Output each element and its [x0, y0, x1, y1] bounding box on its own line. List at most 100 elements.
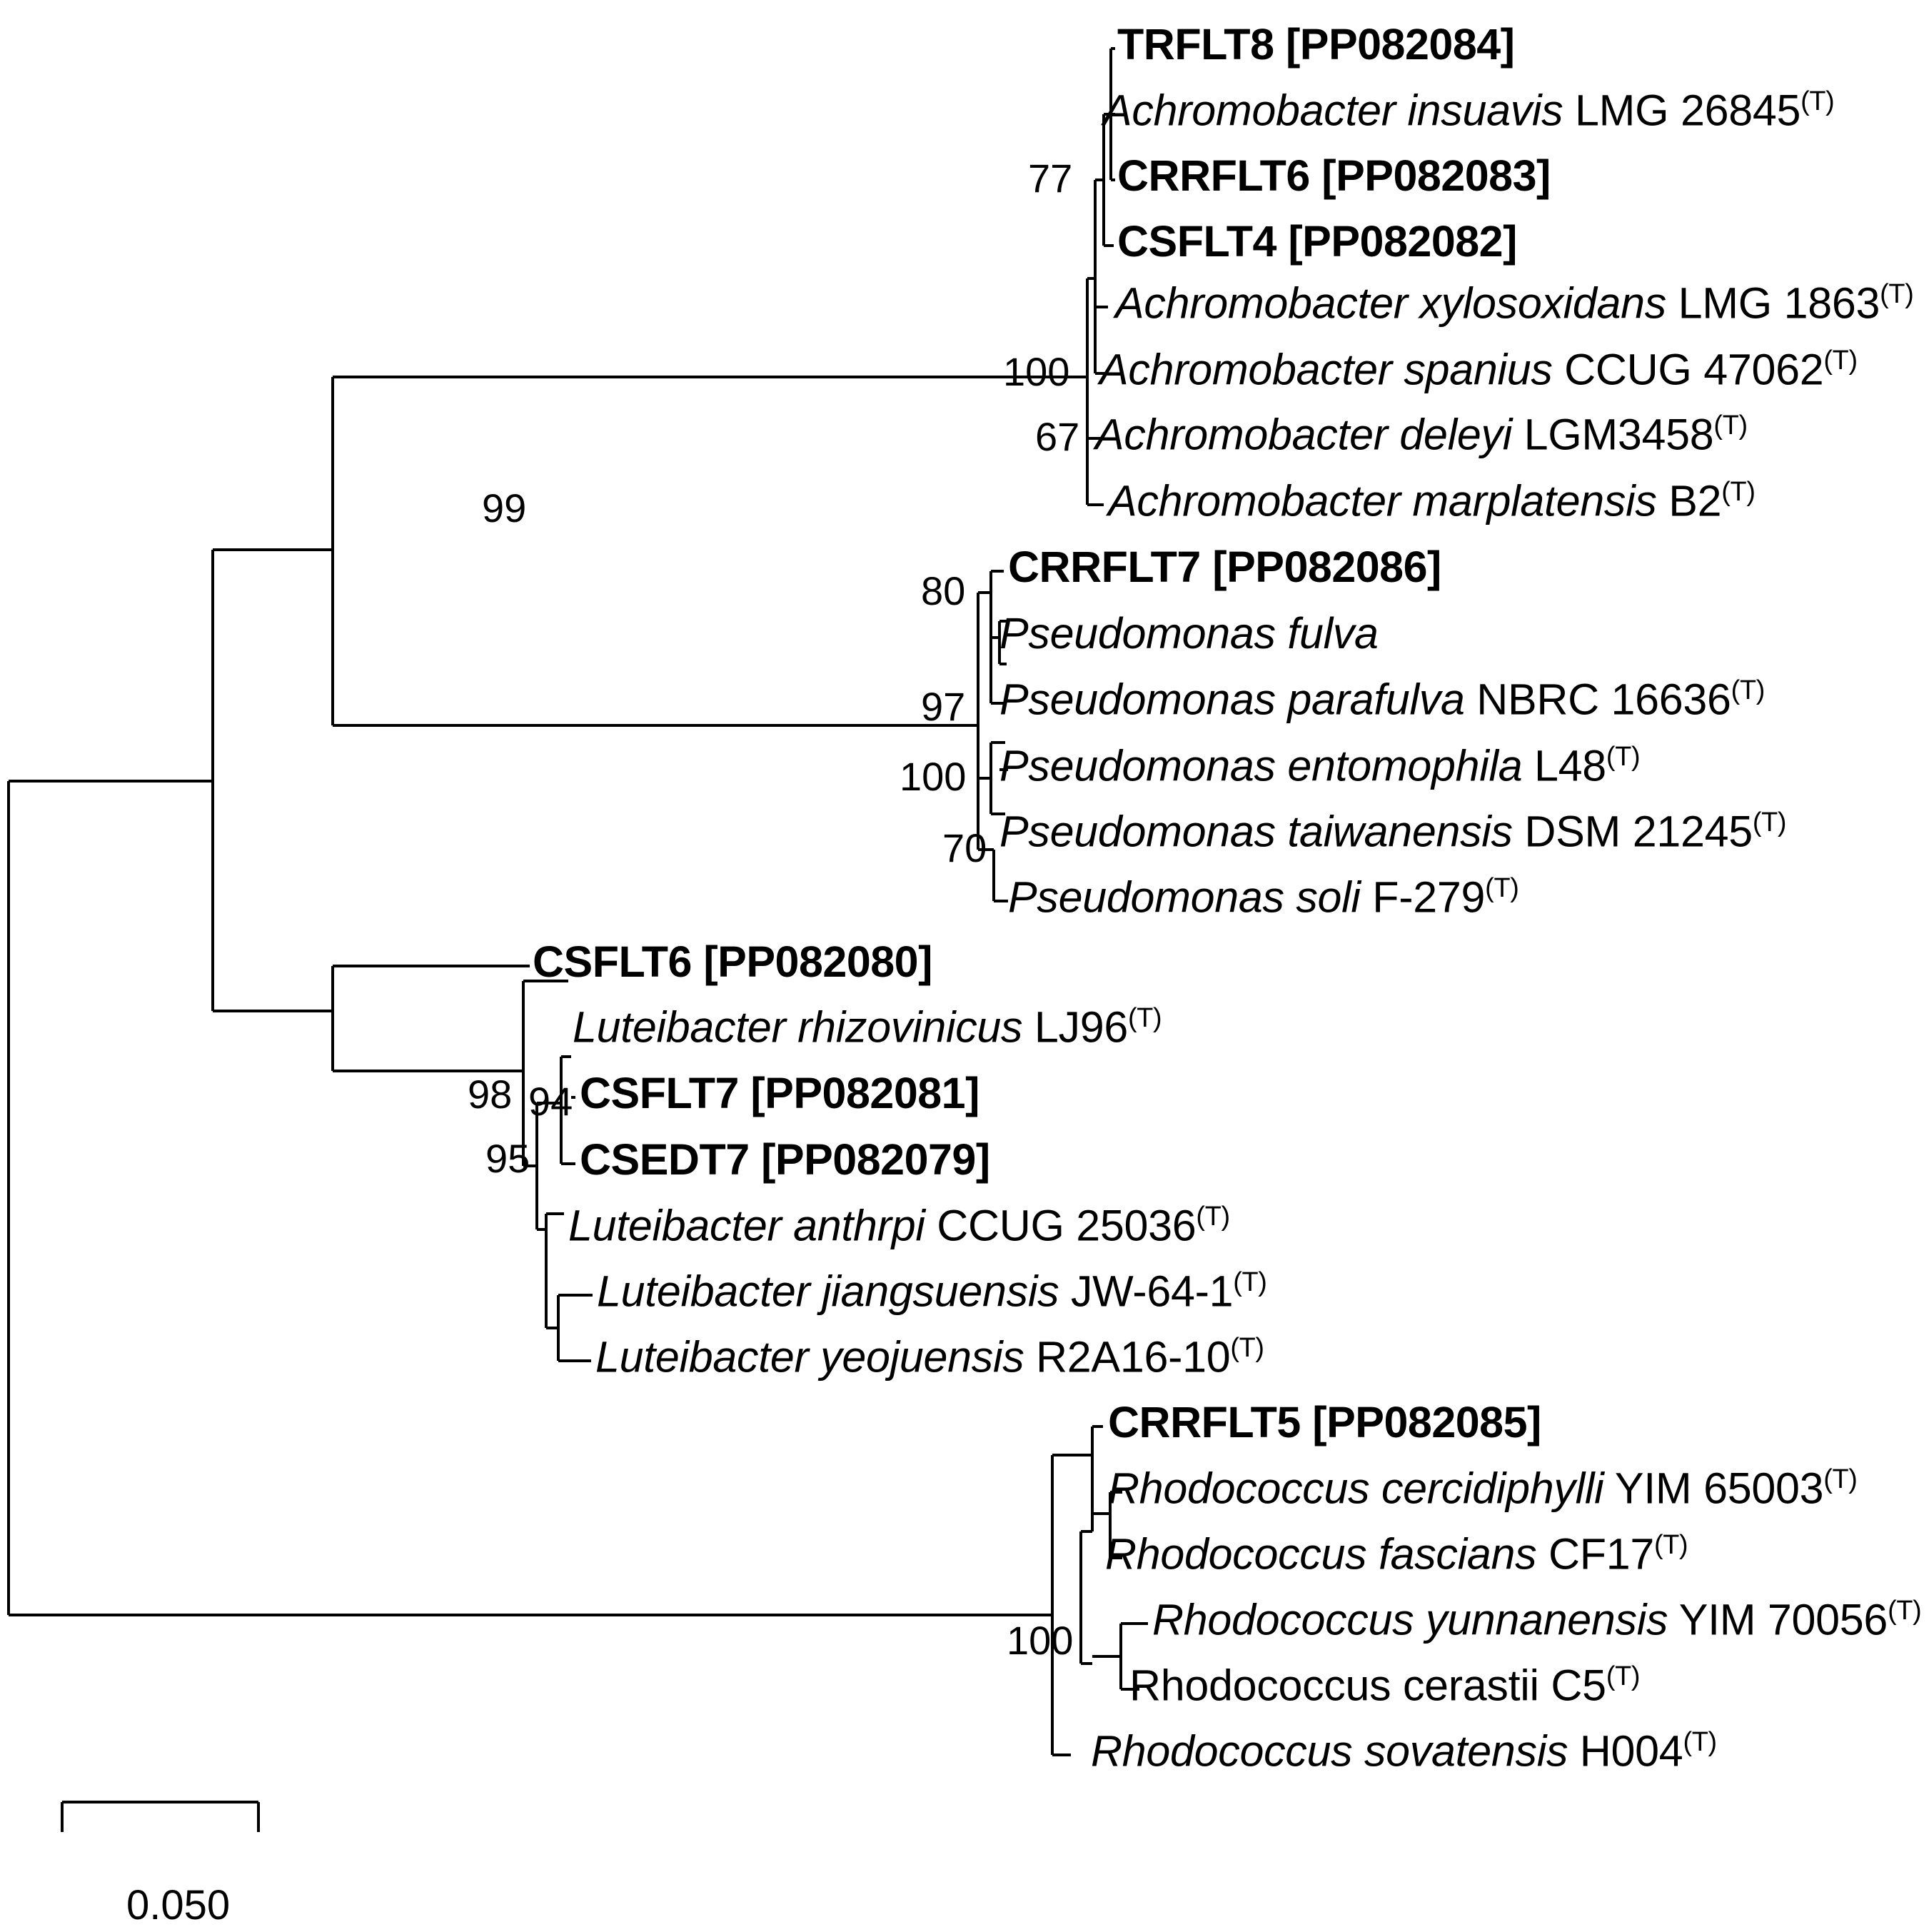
type-strain-superscript: (T) — [1230, 1333, 1264, 1363]
type-strain-superscript: (T) — [1752, 807, 1787, 837]
type-strain-superscript: (T) — [1485, 873, 1519, 903]
taxon-name: Achromobacter deleyi — [1095, 410, 1512, 459]
taxon-label: Luteibacter rhizovinicus LJ96(T) — [573, 1005, 1162, 1049]
bootstrap-value: 100 — [1003, 349, 1070, 394]
taxon-label: Luteibacter jiangsuensis JW-64-1(T) — [597, 1269, 1267, 1313]
taxon-label: CSEDT7 [PP082079] — [580, 1138, 990, 1182]
taxon-label: Achromobacter deleyi LGM3458(T) — [1095, 410, 1748, 459]
taxon-strain: CCUG 47062 — [1552, 345, 1824, 394]
taxon-label: CSFLT6 [PP082080] — [533, 940, 932, 984]
taxon-name: CSEDT7 [PP082079] — [580, 1135, 990, 1184]
taxon-strain: C5 — [1538, 1661, 1606, 1710]
type-strain-superscript: (T) — [1731, 675, 1766, 705]
taxon-strain: LMG 26845 — [1563, 86, 1801, 135]
taxon-name: CRRFLT7 [PP082086] — [1008, 543, 1441, 591]
taxon-name: Achromobacter insuavis — [1103, 86, 1563, 135]
taxon-label: Rhodococcus fascians CF17(T) — [1105, 1529, 1688, 1579]
taxon-strain: B2 — [1656, 476, 1722, 525]
type-strain-superscript: (T) — [1653, 1530, 1688, 1560]
taxon-label: Achromobacter insuavis LMG 26845(T) — [1103, 86, 1835, 135]
bootstrap-value: 100 — [900, 754, 967, 799]
taxon-label: Luteibacter anthrpi CCUG 25036(T) — [568, 1201, 1230, 1250]
type-strain-superscript: (T) — [1606, 1661, 1641, 1691]
taxon-label: Pseudomonas parafulva NBRC 16636(T) — [999, 675, 1766, 724]
taxon-name: Luteibacter yeojuensis — [595, 1332, 1024, 1382]
type-strain-superscript: (T) — [1713, 411, 1748, 441]
taxon-label: Pseudomonas fulva — [999, 612, 1379, 655]
taxon-strain: R2A16-10 — [1024, 1332, 1231, 1382]
taxon-label: Rhodococcus sovatensis H004(T) — [1091, 1729, 1717, 1773]
taxon-name: Achromobacter xylosoxidans — [1115, 278, 1667, 328]
taxon-label: Rhodococcus cerastii C5(T) — [1129, 1661, 1641, 1710]
taxon-label: Luteibacter yeojuensis R2A16-10(T) — [595, 1332, 1264, 1382]
taxon-name: Achromobacter spanius — [1099, 345, 1553, 394]
scale-bar-label: 0.050 — [126, 1882, 231, 1928]
taxon-name: CSFLT7 [PP082081] — [580, 1069, 979, 1117]
taxon-label: Pseudomonas soli F-279(T) — [1008, 875, 1519, 919]
taxon-name: Pseudomonas parafulva — [999, 675, 1465, 724]
taxon-name: CSFLT6 [PP082080] — [533, 937, 932, 986]
taxon-label: CRRFLT7 [PP082086] — [1008, 545, 1441, 589]
taxon-label: Pseudomonas taiwanensis DSM 21245(T) — [999, 807, 1787, 856]
taxon-name: Rhodococcus cercidiphylli — [1108, 1464, 1604, 1513]
type-strain-superscript: (T) — [1800, 86, 1835, 116]
type-strain-superscript: (T) — [1683, 1727, 1717, 1757]
type-strain-superscript: (T) — [1823, 346, 1858, 376]
bootstrap-value: 67 — [1035, 414, 1080, 459]
taxon-label: Achromobacter marplatensis B2(T) — [1108, 476, 1756, 525]
bootstrap-value: 98 — [468, 1072, 513, 1117]
taxon-strain: YIM 70056 — [1668, 1595, 1888, 1644]
taxon-strain: F-279 — [1360, 872, 1486, 922]
taxon-strain: LJ96 — [1022, 1002, 1128, 1052]
type-strain-superscript: (T) — [1880, 279, 1914, 309]
taxon-strain: L48 — [1522, 741, 1606, 790]
taxon-name: Rhodococcus yunnanensis — [1152, 1595, 1668, 1644]
bootstrap-value: 95 — [485, 1136, 530, 1181]
taxon-label: CRRFLT6 [PP082083] — [1117, 154, 1551, 198]
taxon-label: Pseudomonas entomophila L48(T) — [999, 741, 1641, 790]
taxon-name: TRFLT8 [PP082084] — [1117, 20, 1515, 69]
taxon-name: Luteibacter rhizovinicus — [573, 1002, 1023, 1052]
taxon-name: Rhodococcus cerastii — [1129, 1661, 1539, 1710]
bootstrap-value: 77 — [1028, 156, 1073, 201]
taxon-name: Rhodococcus sovatensis — [1091, 1726, 1568, 1776]
taxon-label: CSFLT4 [PP082082] — [1117, 220, 1517, 263]
taxon-name: Pseudomonas taiwanensis — [999, 807, 1513, 856]
bootstrap-value: 99 — [482, 485, 527, 530]
taxon-strain: CCUG 25036 — [925, 1201, 1197, 1250]
taxon-label: CRRFLT5 [PP082085] — [1108, 1401, 1541, 1444]
taxon-name: CRRFLT6 [PP082083] — [1117, 151, 1551, 200]
type-strain-superscript: (T) — [1888, 1596, 1922, 1626]
bootstrap-value: 94 — [528, 1079, 573, 1124]
taxon-strain: LGM3458 — [1511, 410, 1714, 459]
taxon-strain: LMG 1863 — [1666, 278, 1880, 328]
taxon-label: Rhodococcus yunnanensis YIM 70056(T) — [1152, 1595, 1922, 1644]
bootstrap-value: 80 — [921, 568, 966, 613]
taxon-strain: CF17 — [1536, 1529, 1654, 1579]
taxon-name: Pseudomonas fulva — [999, 609, 1379, 658]
type-strain-superscript: (T) — [1196, 1202, 1230, 1232]
taxon-strain: JW-64-1 — [1059, 1267, 1234, 1316]
taxon-strain: YIM 65003 — [1603, 1464, 1824, 1513]
type-strain-superscript: (T) — [1233, 1267, 1267, 1297]
taxon-label: Achromobacter xylosoxidans LMG 1863(T) — [1115, 281, 1914, 325]
type-strain-superscript: (T) — [1127, 1003, 1162, 1033]
bootstrap-value: 100 — [1007, 1618, 1074, 1663]
taxon-label: CSFLT7 [PP082081] — [580, 1072, 979, 1115]
taxon-name: CSFLT4 [PP082082] — [1117, 217, 1517, 266]
taxon-name: Rhodococcus fascians — [1105, 1529, 1537, 1579]
taxon-name: Pseudomonas soli — [1008, 872, 1361, 922]
taxon-label: Achromobacter spanius CCUG 47062(T) — [1099, 345, 1858, 394]
taxon-name: Achromobacter marplatensis — [1108, 476, 1657, 525]
taxon-strain: DSM 21245 — [1512, 807, 1753, 856]
taxon-label: Rhodococcus cercidiphylli YIM 65003(T) — [1108, 1466, 1858, 1510]
taxon-name: CRRFLT5 [PP082085] — [1108, 1398, 1541, 1447]
bootstrap-value: 97 — [921, 684, 966, 729]
bootstrap-value: 70 — [942, 825, 987, 870]
type-strain-superscript: (T) — [1823, 1464, 1858, 1494]
taxon-label: TRFLT8 [PP082084] — [1117, 23, 1515, 66]
type-strain-superscript: (T) — [1606, 742, 1641, 772]
taxon-strain: NBRC 16636 — [1464, 675, 1731, 724]
type-strain-superscript: (T) — [1721, 477, 1756, 507]
